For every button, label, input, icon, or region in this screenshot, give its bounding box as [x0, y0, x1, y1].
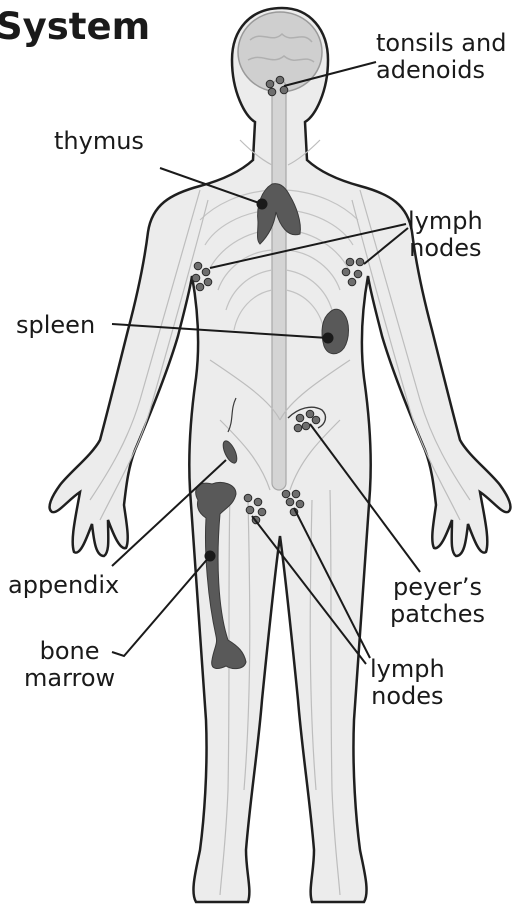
- spleen-organ: [322, 309, 349, 354]
- label-appendix: appendix: [8, 572, 119, 599]
- label-bone-marrow: bone marrow: [24, 638, 115, 692]
- label-tonsils-and-adenoids: tonsils and adenoids: [376, 30, 506, 84]
- label-lymph-nodes-upper: lymph nodes: [408, 208, 483, 262]
- spinal-cord: [272, 80, 286, 490]
- label-lymph-nodes-lower: lymph nodes: [370, 656, 445, 710]
- label-thymus: thymus: [54, 128, 144, 155]
- diagram-title: System: [0, 6, 150, 48]
- label-spleen: spleen: [16, 312, 95, 339]
- label-peyers-patches: peyer’s patches: [390, 574, 485, 628]
